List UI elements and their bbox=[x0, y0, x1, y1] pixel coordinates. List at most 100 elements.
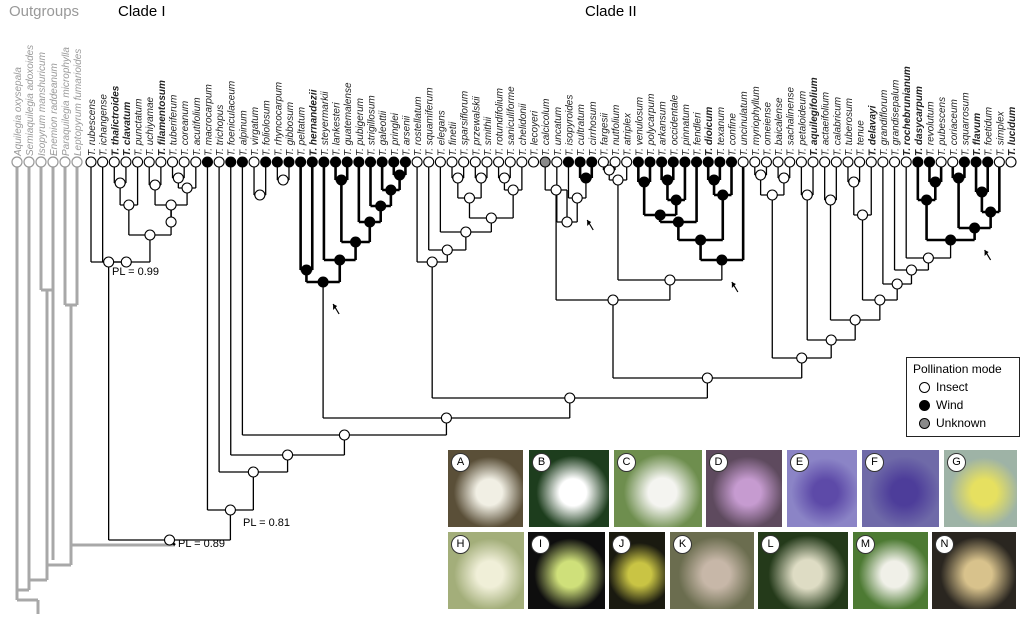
ancestral-node bbox=[441, 244, 453, 256]
taxon-label: T. hernandezii bbox=[308, 89, 319, 156]
tip-marker bbox=[108, 156, 120, 168]
taxon-label: T. squarrosum bbox=[960, 92, 971, 156]
taxon-label: T. lankesteri bbox=[332, 102, 343, 156]
ancestral-node bbox=[334, 254, 346, 266]
taxon-label: T. steyermarkii bbox=[320, 91, 331, 156]
tip-marker bbox=[749, 156, 761, 168]
ancestral-node bbox=[498, 172, 510, 184]
ancestral-node bbox=[801, 189, 813, 201]
tip-marker bbox=[236, 156, 248, 168]
ancestral-node bbox=[929, 176, 941, 188]
tip-marker bbox=[97, 156, 109, 168]
ancestral-node bbox=[224, 504, 236, 516]
taxon-label: T. cultratum bbox=[576, 104, 587, 156]
taxon-label: T. polycarpum bbox=[646, 94, 657, 156]
tip-marker bbox=[434, 156, 446, 168]
tip-marker bbox=[271, 156, 283, 168]
taxon-label: T. tuberosum bbox=[844, 98, 855, 156]
ancestral-node bbox=[123, 199, 135, 211]
ancestral-node bbox=[385, 184, 397, 196]
tip-marker bbox=[702, 156, 714, 168]
taxon-label: T. macrocarpum bbox=[203, 84, 214, 156]
tip-marker bbox=[854, 156, 866, 168]
taxon-label: T. galeottii bbox=[378, 110, 389, 156]
taxon-label: T. foliolosum bbox=[262, 100, 273, 156]
flower-photo: H bbox=[448, 532, 524, 609]
tip-marker bbox=[364, 156, 377, 168]
taxon-label: T. chelidonii bbox=[518, 103, 529, 156]
tip-marker bbox=[399, 156, 411, 168]
taxon-label: T. foetidum bbox=[984, 107, 995, 156]
taxon-label: T. cirrhosum bbox=[588, 101, 599, 156]
taxon-label: T. texanum bbox=[716, 107, 727, 156]
tip-marker bbox=[842, 156, 854, 168]
photo-label: I bbox=[531, 535, 550, 554]
taxon-label: T. occidentale bbox=[669, 94, 680, 156]
flower-photo: A bbox=[448, 450, 523, 527]
ancestral-node bbox=[661, 174, 674, 186]
ancestral-node bbox=[945, 234, 957, 246]
ancestral-node bbox=[922, 252, 934, 264]
tip-marker bbox=[819, 156, 831, 168]
tip-marker bbox=[970, 156, 982, 168]
flower-photo: L bbox=[758, 532, 848, 609]
ancestral-node bbox=[300, 264, 312, 276]
photo-label: A bbox=[451, 453, 470, 472]
ancestral-node bbox=[350, 236, 362, 248]
ancestral-node bbox=[338, 429, 350, 441]
tip-marker bbox=[923, 156, 936, 168]
taxon-label: T. przewalskii bbox=[471, 96, 482, 156]
ancestral-node bbox=[670, 194, 682, 206]
tip-marker bbox=[248, 156, 260, 168]
ancestral-node bbox=[277, 174, 289, 186]
photo-label: L bbox=[761, 535, 780, 554]
taxon-label: T. calabricum bbox=[832, 97, 843, 156]
photo-label: D bbox=[709, 453, 728, 472]
taxon-label: T. myriophyllum bbox=[751, 86, 762, 156]
taxon-label: T. tenue bbox=[856, 120, 867, 156]
taxon-label: T. arsenii bbox=[401, 115, 412, 156]
tip-marker bbox=[935, 156, 947, 168]
outgroups-heading: Outgroups bbox=[9, 3, 80, 20]
outgroup-label: Leptopyrum fumarioides bbox=[73, 49, 84, 156]
ancestral-node bbox=[603, 164, 615, 176]
tip-marker bbox=[900, 156, 912, 168]
arrow-head-icon bbox=[333, 304, 338, 310]
tip-marker bbox=[201, 156, 214, 168]
ancestral-node bbox=[953, 172, 965, 184]
ancestral-node bbox=[891, 278, 903, 290]
outgroup-label: Isopyrum manshuricum bbox=[37, 52, 48, 156]
ancestral-node bbox=[247, 466, 259, 478]
clade-i-heading: Clade I bbox=[118, 3, 166, 20]
taxon-label: T. baicalense bbox=[774, 97, 785, 156]
tip-marker bbox=[516, 156, 528, 168]
ancestral-node bbox=[985, 206, 997, 218]
outgroup-tip bbox=[59, 156, 71, 168]
tip-marker bbox=[760, 156, 772, 168]
outgroup-tip bbox=[23, 156, 35, 168]
tip-marker bbox=[388, 156, 400, 168]
taxon-label: T. guatemalense bbox=[343, 82, 354, 156]
tip-marker bbox=[877, 156, 889, 168]
taxon-label: T. smithii bbox=[483, 116, 494, 156]
taxon-label: T. pringlei bbox=[390, 112, 401, 156]
taxon-label: T. calcicolum bbox=[541, 99, 552, 156]
tip-marker bbox=[714, 156, 726, 168]
taxon-label: T. grandiflorum bbox=[879, 90, 890, 156]
tip-marker bbox=[353, 156, 365, 168]
outgroup-label: Enemion raddeanum bbox=[49, 63, 60, 156]
flower-photo: D bbox=[706, 450, 782, 527]
ancestral-node bbox=[394, 169, 406, 181]
taxon-label: T. revolutum bbox=[925, 101, 936, 156]
taxon-label: T. dioicum bbox=[704, 107, 715, 156]
taxon-label: T. virgatum bbox=[250, 107, 261, 156]
tip-marker bbox=[772, 156, 784, 168]
flower-photo: N bbox=[932, 532, 1016, 609]
tip-marker bbox=[621, 156, 633, 168]
ancestral-node bbox=[796, 352, 808, 364]
ancestral-node bbox=[452, 172, 464, 184]
taxon-label: T. uncinulatum bbox=[739, 91, 750, 156]
ancestral-node bbox=[440, 412, 452, 424]
